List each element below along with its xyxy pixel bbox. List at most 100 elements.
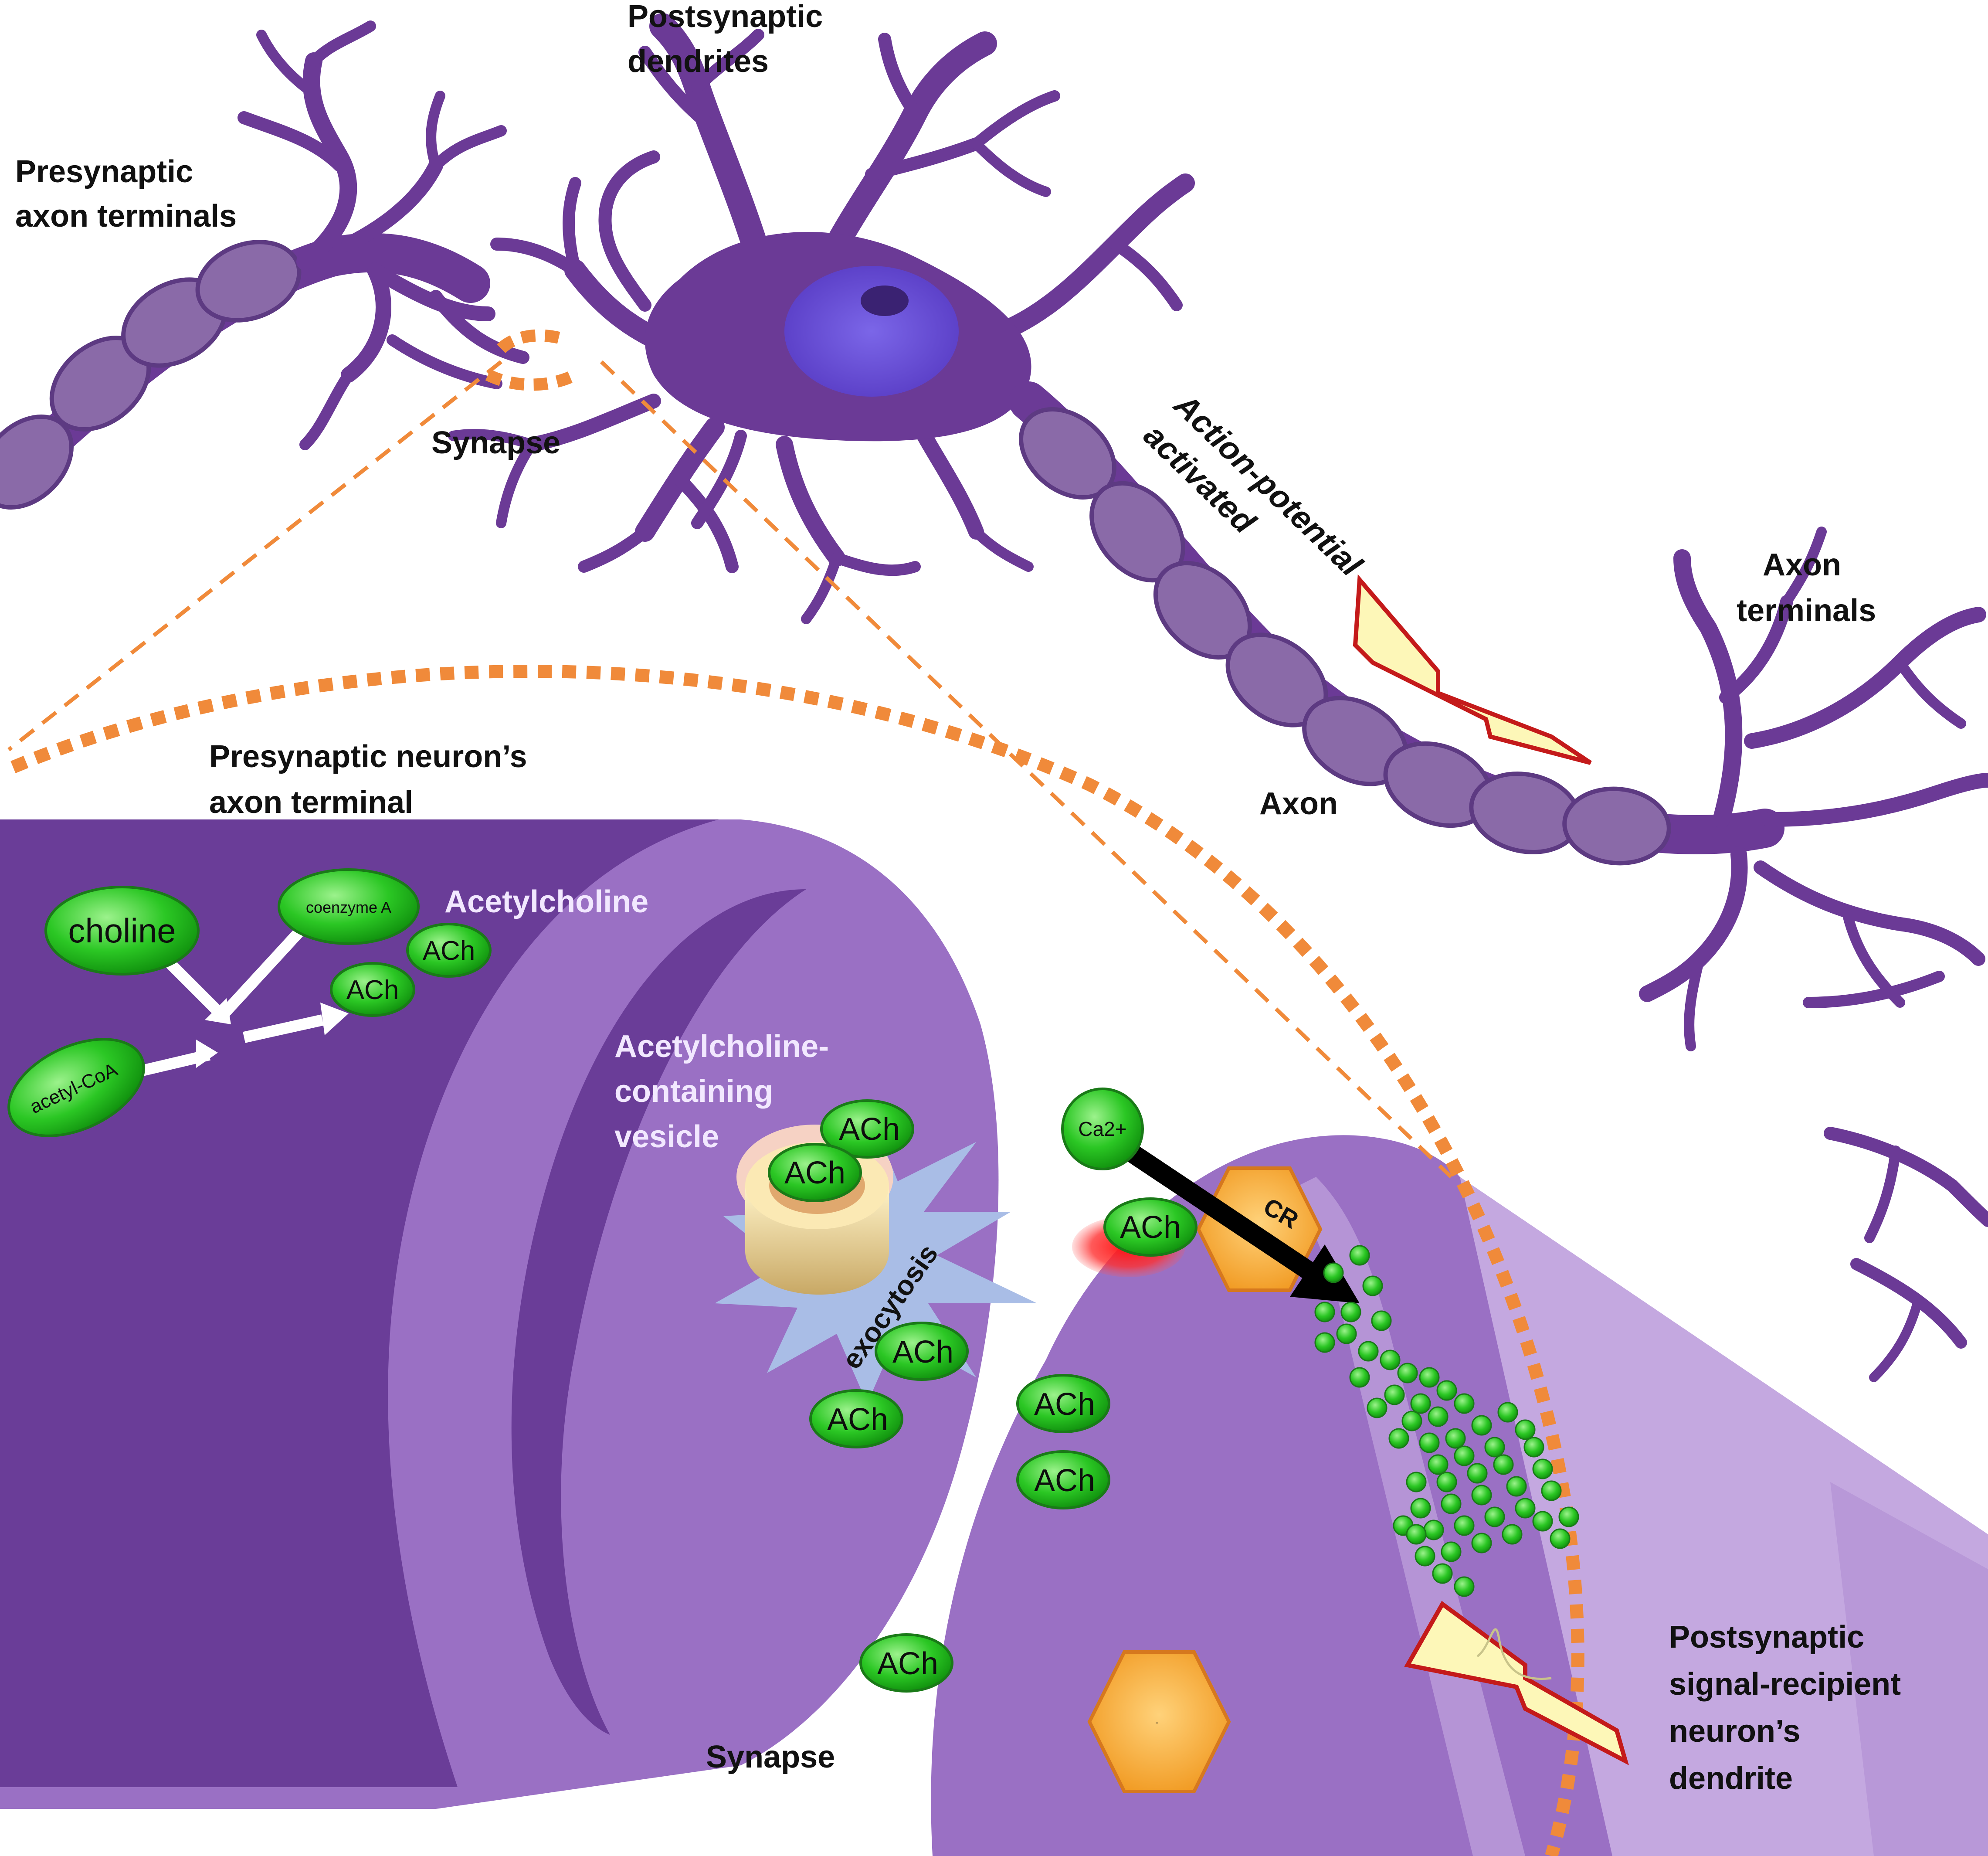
ach-particle [1419,1432,1440,1453]
action-potential-bolt [1353,574,1592,765]
ach-molecule: ACh [768,1143,862,1202]
svg-text:ACh: ACh [892,1335,953,1370]
ach-particle [1558,1506,1579,1527]
svg-text:ACh: ACh [1120,1210,1181,1245]
label-postsynaptic-dendrite: signal-recipient [1669,1667,1901,1702]
ach-particle [1541,1480,1562,1501]
ach-particle [1428,1406,1449,1427]
label-axon-terminals: Axon [1763,547,1841,582]
ach-particle [1410,1498,1431,1519]
ach-particle [1484,1437,1505,1458]
ach-particle [1454,1576,1475,1597]
ach-particle [1367,1397,1388,1418]
postsynaptic-axon [1009,381,1784,866]
ach-particle [1432,1563,1453,1584]
label-axon: Axon [1259,786,1338,821]
ach-particle [1349,1245,1370,1266]
ach-particle [1406,1524,1427,1545]
ach-particle [1380,1350,1401,1370]
ach-molecule: ACh [875,1322,969,1381]
zoom-arc [10,665,1584,1856]
ach-particle [1349,1367,1370,1388]
acetyl-coa-molecule: acetyl-CoA [7,1038,145,1137]
ach-molecule: ACh [859,1633,953,1693]
svg-text:ACh: ACh [1034,1387,1095,1422]
ach-particle [1314,1302,1335,1322]
ach-particle-cloud [1314,1245,1579,1597]
postsynaptic-dendrites [448,13,1195,624]
calcium-influx-arrow [1123,1142,1317,1281]
ach-particle [1493,1454,1514,1475]
ach-particle [1384,1384,1405,1405]
calcium-ion: Ca2+ [1061,1088,1144,1170]
label-vesicle: Acetylcholine- [614,1029,829,1064]
ach-particle [1336,1323,1357,1344]
choline-molecule: choline [44,886,200,976]
label-synapse-bottom: Synapse [706,1740,835,1774]
label-acetylcholine: Acetylcholine [444,884,648,919]
ach-particle [1358,1341,1379,1362]
ach-particle [1428,1454,1449,1475]
svg-text:Ca2+: Ca2+ [1078,1118,1126,1140]
neuron-nucleolus [861,286,909,316]
synapse-highlight-top [485,329,578,391]
ach-particle [1371,1310,1392,1331]
ach-molecule: ACh [406,923,492,978]
svg-text:ACh: ACh [346,975,399,1005]
svg-text:ACh: ACh [839,1112,900,1147]
ach-particle [1515,1419,1536,1440]
ach-particle [1436,1380,1457,1401]
ach-particle [1340,1302,1361,1322]
ach-particle [1467,1463,1488,1484]
ach-particle [1497,1402,1518,1423]
ach-molecule: ACh [1016,1374,1110,1433]
ach-particle [1502,1524,1523,1545]
label-presynaptic-terminal: axon terminal [209,785,413,820]
ach-particle [1362,1275,1383,1296]
svg-text:ACh: ACh [827,1402,888,1437]
ach-molecule: ACh [1016,1450,1110,1509]
ach-particle [1506,1476,1527,1497]
presynaptic-axon [0,233,490,510]
svg-text:choline: choline [68,911,176,950]
ach-particle [1401,1411,1422,1431]
ach-particle [1314,1332,1335,1353]
label-presynaptic-terminal: Presynaptic neuron’s [209,739,527,774]
ach-particle [1419,1367,1440,1388]
ach-particle [1471,1485,1492,1506]
svg-text:coenzyme A: coenzyme A [306,898,391,916]
ach-particle [1471,1533,1492,1553]
ach-particle [1454,1393,1475,1414]
ach-particle [1532,1511,1553,1532]
label-presynaptic-axon-terminals: axon terminals [15,199,237,234]
ach-particle [1550,1528,1571,1549]
neuron-illustration [0,13,1988,1382]
label-postsynaptic-dendrites: dendrites [628,44,769,79]
receptor-hexagon-lower [1087,1650,1231,1793]
label-postsynaptic-dendrite: Postsynaptic [1669,1620,1864,1655]
ach-molecule: ACh [330,962,415,1017]
ach-particle [1523,1437,1544,1458]
ach-particle [1532,1458,1553,1479]
ach-particle [1423,1519,1444,1540]
neuron-nucleus [784,266,959,397]
receptor-hexagon-mark: - [1156,1718,1159,1727]
ach-particle [1454,1515,1475,1536]
signal-trace [1476,1628,1552,1680]
svg-text:ACh: ACh [1034,1463,1095,1498]
ach-particle [1415,1546,1435,1567]
ach-particle [1410,1393,1431,1414]
svg-text:ACh: ACh [423,936,475,966]
svg-text:ACh: ACh [784,1156,845,1190]
zoom-guide-left [7,360,502,751]
svg-text:ACh: ACh [877,1646,938,1681]
ach-particle [1441,1493,1462,1514]
label-presynaptic-axon-terminals: Presynaptic [15,154,193,189]
ach-particle [1445,1428,1466,1449]
ach-molecule: ACh [809,1389,903,1448]
ach-particle [1484,1506,1505,1527]
label-synapse-top: Synapse [431,425,560,460]
label-axon-terminals: terminals [1737,593,1876,628]
